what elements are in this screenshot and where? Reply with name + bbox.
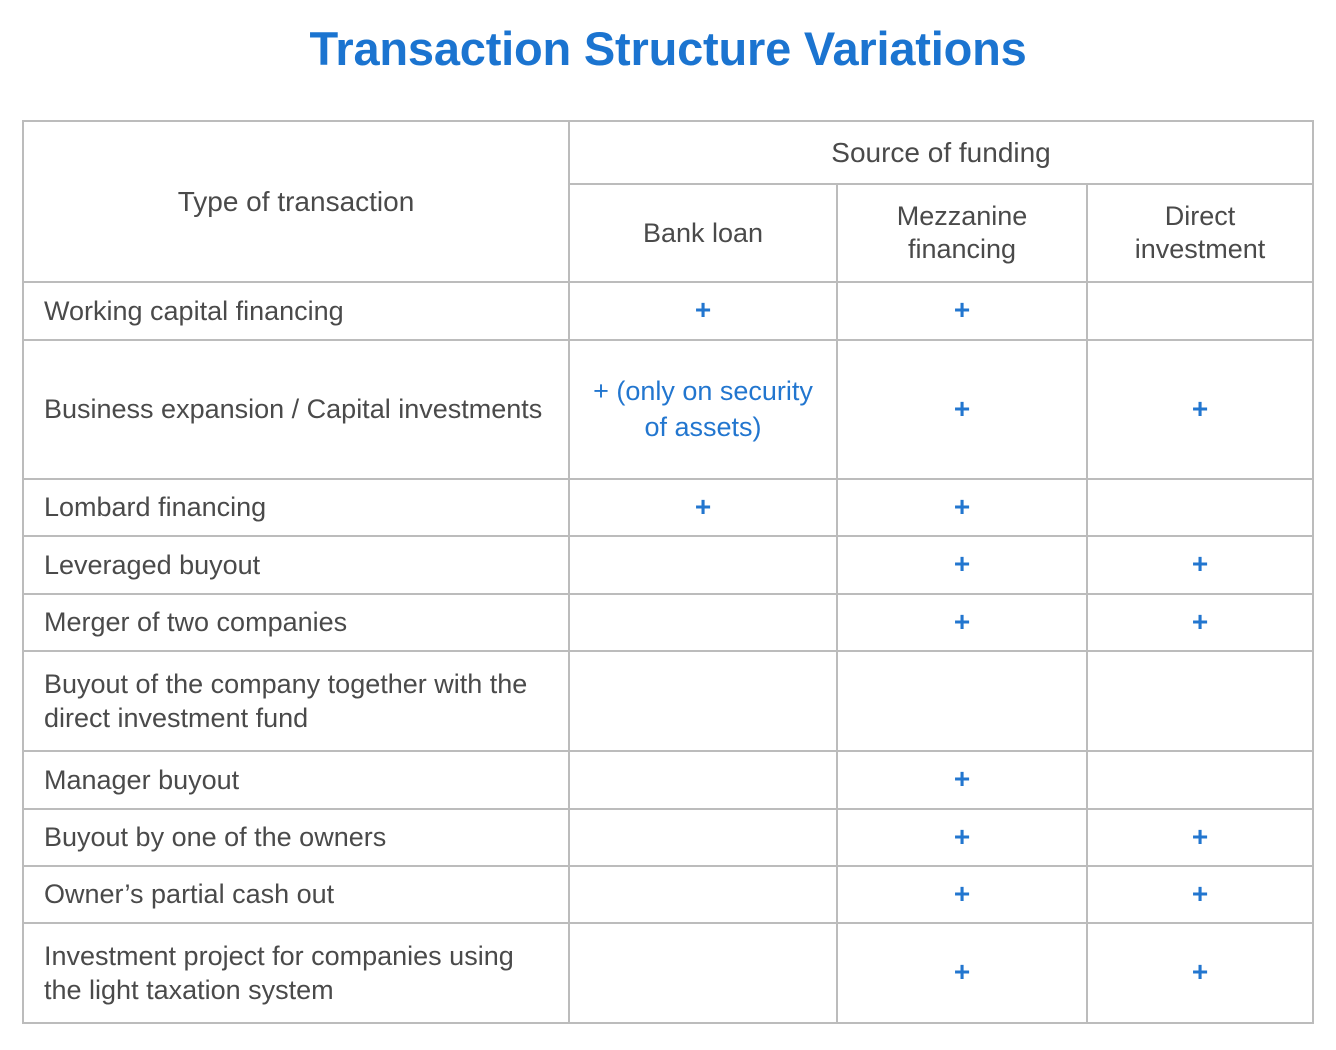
plus-icon: + bbox=[953, 763, 971, 795]
cell-bank-loan bbox=[568, 750, 838, 810]
row-label: Buyout by one of the owners bbox=[22, 808, 570, 867]
plus-icon: + bbox=[1191, 548, 1209, 580]
table-row: Lombard financing + + bbox=[22, 478, 1315, 537]
plus-icon: + bbox=[953, 392, 971, 424]
row-label: Business expansion / Capital investments bbox=[22, 339, 570, 480]
cell-direct-investment bbox=[1085, 750, 1315, 810]
cell-mezzanine-financing: + bbox=[836, 281, 1088, 341]
row-label: Merger of two companies bbox=[22, 593, 570, 652]
plus-icon: + bbox=[1191, 820, 1209, 852]
cell-mezzanine-financing: + bbox=[836, 808, 1088, 867]
cell-bank-loan: + bbox=[568, 281, 838, 341]
cell-mezzanine-financing: + bbox=[836, 535, 1088, 595]
cell-direct-investment bbox=[1085, 281, 1315, 341]
header-bank-loan: Bank loan bbox=[568, 183, 838, 283]
transaction-structure-table: Type of transaction Source of funding Ba… bbox=[22, 120, 1315, 1024]
table-head: Type of transaction Source of funding Ba… bbox=[22, 120, 1315, 283]
cell-direct-investment bbox=[1085, 478, 1315, 537]
cell-bank-loan: + bbox=[568, 478, 838, 537]
table-row: Owner’s partial cash out + + bbox=[22, 865, 1315, 924]
row-label: Manager buyout bbox=[22, 750, 570, 810]
cell-bank-loan bbox=[568, 535, 838, 595]
cell-mezzanine-financing bbox=[836, 650, 1088, 752]
table-row: Business expansion / Capital investments… bbox=[22, 339, 1315, 480]
plus-icon: + bbox=[953, 877, 971, 909]
cell-direct-investment: + bbox=[1085, 865, 1315, 924]
plus-icon: + bbox=[1191, 877, 1209, 909]
row-label: Lombard financing bbox=[22, 478, 570, 537]
row-label: Owner’s partial cash out bbox=[22, 865, 570, 924]
table-row: Leveraged buyout + + bbox=[22, 535, 1315, 595]
row-label: Investment project for companies using t… bbox=[22, 922, 570, 1024]
cell-direct-investment: + bbox=[1085, 535, 1315, 595]
table-header-row-sub: Bank loan Mezzanine financing Direct inv… bbox=[23, 183, 1315, 283]
row-label: Working capital financing bbox=[22, 281, 570, 341]
header-source-of-funding: Source of funding bbox=[567, 120, 1315, 185]
cell-mezzanine-financing: + bbox=[836, 750, 1088, 810]
row-label: Leveraged buyout bbox=[22, 535, 570, 595]
plus-icon: + bbox=[953, 548, 971, 580]
cell-bank-loan bbox=[568, 808, 838, 867]
cell-bank-loan: + (only on security of assets) bbox=[568, 339, 838, 480]
cell-mezzanine-financing: + bbox=[836, 593, 1088, 652]
cell-bank-loan bbox=[568, 593, 838, 652]
plus-icon: + bbox=[953, 605, 971, 637]
table-header-row-group: Type of transaction Source of funding bbox=[22, 120, 1315, 283]
plus-icon: + bbox=[1191, 392, 1209, 424]
transaction-matrix-wrap: Type of transaction Source of funding Ba… bbox=[22, 120, 1315, 1024]
row-label: Buyout of the company together with the … bbox=[22, 650, 570, 752]
table-row: Working capital financing + + bbox=[22, 281, 1315, 341]
cell-bank-loan bbox=[568, 865, 838, 924]
plus-icon: + bbox=[953, 294, 971, 326]
plus-icon: + bbox=[694, 490, 712, 522]
table-row: Merger of two companies + + bbox=[22, 593, 1315, 652]
plus-icon: + bbox=[953, 820, 971, 852]
table-row: Investment project for companies using t… bbox=[22, 922, 1315, 1024]
header-mezzanine-financing: Mezzanine financing bbox=[836, 183, 1088, 283]
page-title: Transaction Structure Variations bbox=[309, 22, 1027, 75]
table-row: Buyout by one of the owners + + bbox=[22, 808, 1315, 867]
table-body: Working capital financing + + Business e… bbox=[22, 281, 1315, 1024]
plus-icon: + bbox=[953, 490, 971, 522]
header-type-of-transaction: Type of transaction bbox=[22, 120, 570, 283]
cell-bank-loan bbox=[568, 922, 838, 1024]
cell-mezzanine-financing: + bbox=[836, 478, 1088, 537]
cell-bank-loan bbox=[568, 650, 838, 752]
table-row: Manager buyout + bbox=[22, 750, 1315, 810]
plus-icon: + bbox=[1191, 605, 1209, 637]
cell-direct-investment: + bbox=[1085, 808, 1315, 867]
cell-direct-investment: + bbox=[1085, 339, 1315, 480]
plus-icon: + bbox=[694, 294, 712, 326]
cell-direct-investment: + bbox=[1085, 922, 1315, 1024]
header-direct-investment: Direct investment bbox=[1085, 183, 1315, 283]
cell-mezzanine-financing: + bbox=[836, 339, 1088, 480]
plus-icon: + bbox=[953, 956, 971, 988]
plus-icon: + bbox=[1191, 956, 1209, 988]
cell-mezzanine-financing: + bbox=[836, 922, 1088, 1024]
cell-direct-investment: + bbox=[1085, 593, 1315, 652]
table-row: Buyout of the company together with the … bbox=[22, 650, 1315, 752]
cell-mezzanine-financing: + bbox=[836, 865, 1088, 924]
cell-direct-investment bbox=[1085, 650, 1315, 752]
